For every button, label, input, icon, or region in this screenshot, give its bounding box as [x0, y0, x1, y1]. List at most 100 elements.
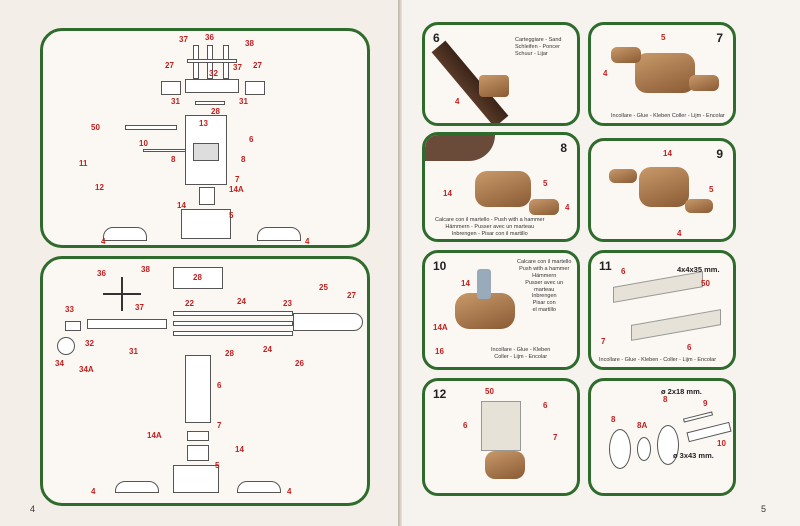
part-label: 4	[305, 237, 310, 246]
hammer-graphic	[425, 135, 495, 161]
part-label: 4	[603, 69, 608, 78]
part-label: 31	[171, 97, 180, 106]
part-label: 6	[249, 135, 254, 144]
part-label: 14A	[433, 323, 448, 332]
step-8-panel: 8 Calcare con il martello - Push with a …	[422, 132, 580, 242]
part-label: 26	[295, 359, 304, 368]
part-label: 7	[217, 421, 222, 430]
rod-drawing-50	[125, 125, 177, 130]
part-label: 13	[199, 119, 208, 128]
part-label: 37	[233, 63, 242, 72]
step-6-panel: 6 Carteggiare - Sand Schleifen - Poncer …	[422, 22, 580, 126]
part-label: 28	[225, 349, 234, 358]
part-label: 9	[703, 399, 708, 408]
hub-part	[635, 53, 695, 93]
frame-part	[631, 309, 721, 341]
step-caption: Incollare - Glue - Kleben Coller - Lijm …	[611, 113, 725, 119]
part-label: 37	[135, 303, 144, 312]
part-label: 5	[215, 461, 220, 470]
part-label: 6	[463, 421, 468, 430]
part-label: 34	[55, 359, 64, 368]
pin-drawing-9	[682, 411, 714, 423]
part-label: 34A	[79, 365, 94, 374]
part-label: 5	[229, 211, 234, 220]
hub-part	[475, 171, 531, 207]
step-caption: Carteggiare - Sand Schleifen - Poncer Sc…	[515, 37, 562, 57]
part-label: 32	[209, 69, 218, 78]
rod-drawing-22	[173, 311, 293, 316]
part-label: 10	[139, 139, 148, 148]
part-label: 12	[95, 183, 104, 192]
part-label: 50	[91, 123, 100, 132]
axle-drawing-14A	[187, 431, 209, 441]
part-label: 27	[165, 61, 174, 70]
part-label: 25	[319, 283, 328, 292]
part-label: 8	[241, 155, 246, 164]
part-label: 23	[283, 299, 292, 308]
foot-drawing-4	[237, 481, 281, 493]
step-number: 10	[433, 259, 447, 273]
part-label: 8A	[637, 421, 648, 430]
part-label: 14	[443, 189, 452, 198]
foot-drawing-4	[115, 481, 159, 493]
step-11-panel: 11 4x4x35 mm. Incollare - Glue - Kleben …	[588, 250, 736, 370]
hub-part	[455, 293, 515, 329]
part-label: 8	[171, 155, 176, 164]
rod-drawing-24	[173, 331, 293, 336]
part-label: 36	[97, 269, 106, 278]
part-label: 50	[701, 279, 710, 288]
part-label: 31	[239, 97, 248, 106]
crossbar-drawing	[187, 59, 237, 63]
step-caption: Incollare - Glue - Kleben - Coller - Lij…	[599, 357, 717, 363]
base-drawing-5	[173, 465, 219, 493]
peg-part	[477, 269, 491, 299]
step-caption: Calcare con il martello Push with a hamm…	[517, 259, 572, 314]
cap-drawing-27	[293, 313, 363, 331]
part-label: 4	[677, 229, 682, 238]
plank-drawing-28	[173, 267, 223, 289]
step-number: 6	[433, 31, 440, 45]
part-label: 4	[565, 203, 570, 212]
step-12-panel: 12 50 6 6 7	[422, 378, 580, 496]
part-label: 28	[193, 273, 202, 282]
step-caption-glue: Incollare - Glue - Kleben Coller - Lijm …	[491, 347, 551, 360]
part-label: 6	[621, 267, 626, 276]
part-label: 14	[177, 201, 186, 210]
hub-part	[485, 451, 525, 479]
frame-drawing-32	[185, 79, 239, 93]
part-label: 5	[709, 185, 714, 194]
assembly-diagram-frame-top: 37 36 38 27 32 37 27 31 31 28 50 13 10 6…	[40, 28, 370, 248]
part-label: 4	[455, 97, 460, 106]
part-label: 14	[235, 445, 244, 454]
part-label: 32	[85, 339, 94, 348]
part-label: 10	[717, 439, 726, 448]
part-label: 14A	[147, 431, 162, 440]
frame-part	[481, 401, 521, 451]
page-number: 4	[30, 504, 36, 514]
part-label: 4	[91, 487, 96, 496]
book-gutter	[398, 0, 402, 526]
foot-drawing-4	[103, 227, 147, 241]
page-number: 5	[760, 504, 766, 514]
wheel-drawing-27	[161, 81, 181, 95]
wheel-drawing-8	[657, 425, 679, 465]
washer-drawing-8A	[637, 437, 651, 461]
step-number: 12	[433, 387, 447, 401]
body-drawing-6	[185, 355, 211, 423]
rod-drawing-24	[173, 321, 293, 326]
part-label: 36	[205, 33, 214, 42]
part-label: 33	[65, 305, 74, 314]
wheel-drawing-8	[609, 429, 631, 469]
wheel-drawing-34	[57, 337, 75, 355]
part-label: 50	[485, 387, 494, 396]
part-label: 38	[141, 265, 150, 274]
part-label: 31	[129, 347, 138, 356]
arm-part	[685, 199, 713, 213]
part-label: 14	[461, 279, 470, 288]
part-label: 8	[663, 395, 668, 404]
part-label: 7	[235, 175, 240, 184]
wood-part	[479, 75, 509, 97]
part-label: 8	[611, 415, 616, 424]
axle-drawing-14	[199, 187, 215, 205]
step-number: 8	[560, 141, 567, 155]
